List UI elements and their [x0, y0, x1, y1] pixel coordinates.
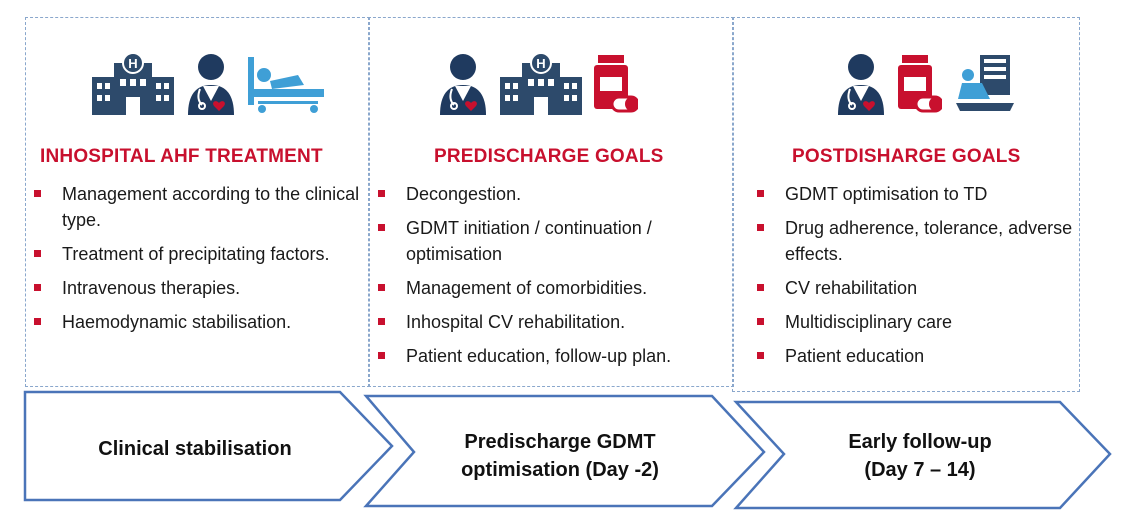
phase-label-line: (Day 7 – 14) [864, 459, 976, 481]
icon-row-inhospital: H [92, 45, 326, 115]
phase-label-line: optimisation (Day -2) [461, 459, 659, 481]
medication-icon [594, 55, 638, 113]
phase-label-early-follow-up: Early follow-up (Day 7 – 14) [780, 428, 1060, 484]
list-item: Management of comorbidities. [376, 275, 730, 301]
list-item: Haemodynamic stabilisation. [32, 309, 362, 335]
svg-text:H: H [536, 56, 545, 71]
list-item: Drug adherence, tolerance, adverse effec… [755, 215, 1075, 267]
inhospital-treatment-list: Management according to the clinical typ… [32, 181, 362, 343]
list-item: CV rehabilitation [755, 275, 1075, 301]
postdischarge-goals-title: POSTDISHARGE GOALS [792, 146, 1021, 167]
column-frame-predischarge [368, 17, 734, 387]
phase-label-line: Clinical stabilisation [98, 438, 292, 460]
inhospital-treatment-title: INHOSPITAL AHF TREATMENT [40, 146, 323, 167]
hospital-icon: H [500, 53, 582, 115]
phase-label-predischarge: Predischarge GDMT optimisation (Day -2) [410, 428, 710, 484]
predischarge-goals-title: PREDISCHARGE GOALS [434, 146, 664, 167]
list-item: Decongestion. [376, 181, 730, 207]
list-item: GDMT initiation / continuation / optimis… [376, 215, 730, 267]
list-item: Patient education [755, 343, 1075, 369]
phase-arrow-clinical-stabilisation [23, 390, 394, 502]
medication-icon [898, 55, 942, 113]
column-frame-postdischarge [732, 17, 1080, 392]
phase-arrow-shapes [23, 390, 1112, 510]
list-item: Patient education, follow-up plan. [376, 343, 730, 369]
doctor-icon [838, 54, 884, 115]
list-item: GDMT optimisation to TD [755, 181, 1075, 207]
hospital-bed-icon [248, 57, 324, 113]
phase-label-clinical-stabilisation: Clinical stabilisation [40, 435, 350, 463]
predischarge-goals-list: Decongestion. GDMT initiation / continua… [376, 181, 730, 377]
list-item: Inhospital CV rehabilitation. [376, 309, 730, 335]
doctor-icon [188, 54, 234, 115]
postdischarge-goals-list: GDMT optimisation to TD Drug adherence, … [755, 181, 1075, 377]
phase-arrow-early-follow-up [733, 400, 1112, 510]
hospital-icon: H [92, 53, 174, 115]
list-item: Intravenous therapies. [32, 275, 362, 301]
icon-row-postdischarge [836, 45, 1016, 115]
icon-row-predischarge: H [438, 45, 638, 115]
phase-label-line: Early follow-up [848, 431, 992, 453]
list-item: Multidisciplinary care [755, 309, 1075, 335]
list-item: Management according to the clinical typ… [32, 181, 362, 233]
patient-chair-icon [956, 55, 1014, 111]
doctor-icon [440, 54, 486, 115]
column-frame-inhospital [25, 17, 370, 387]
svg-text:H: H [128, 56, 137, 71]
phase-arrow-predischarge [363, 394, 766, 508]
phase-label-line: Predischarge GDMT [464, 431, 656, 453]
list-item: Treatment of precipitating factors. [32, 241, 362, 267]
